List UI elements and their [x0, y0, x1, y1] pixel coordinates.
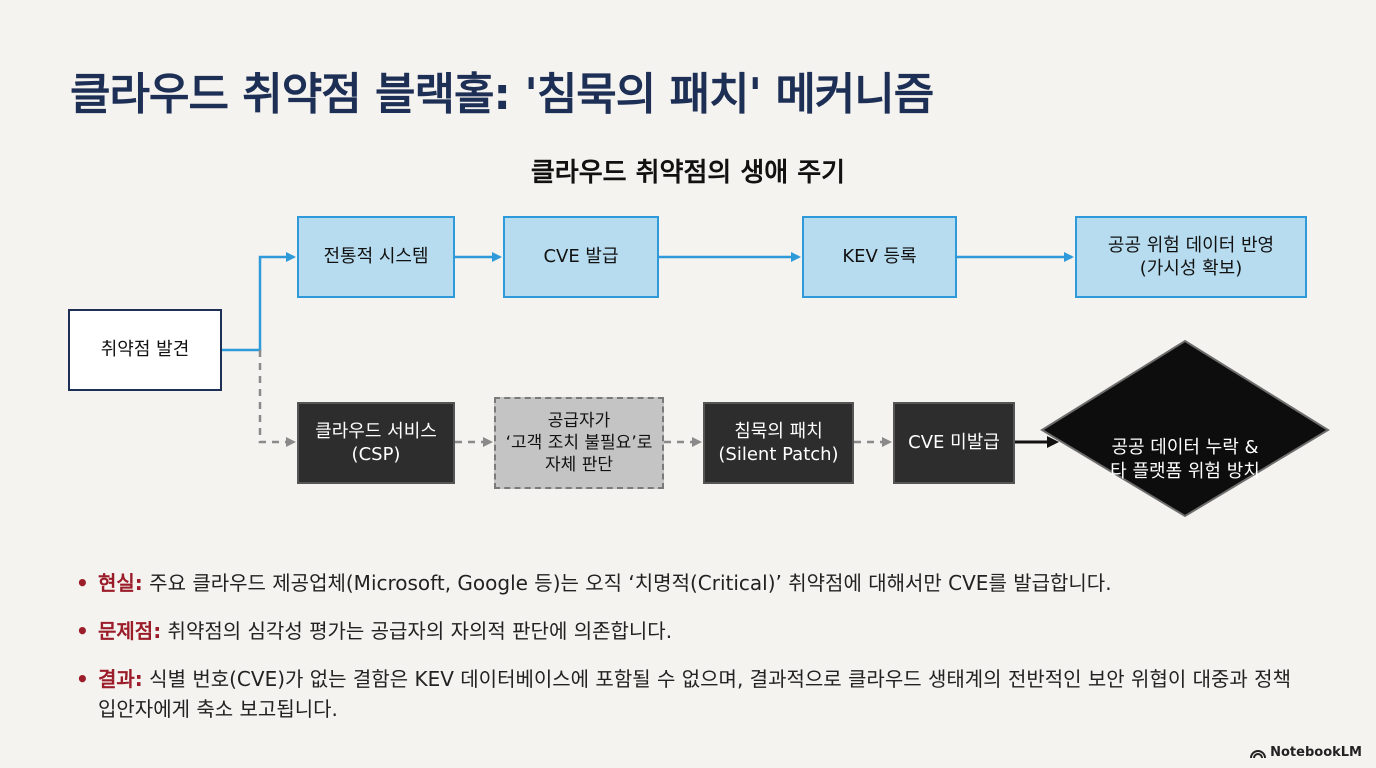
bullet-label: 현실:: [98, 571, 143, 595]
brand-name: NotebookLM: [1270, 745, 1362, 760]
notebooklm-logo-icon: [1250, 749, 1267, 758]
node-label: CVE 발급: [543, 246, 619, 268]
key-points-list: • 현실: 주요 클라우드 제공업체(Microsoft, Google 등)는…: [76, 568, 1306, 742]
node-label: 취약점 발견: [100, 339, 190, 361]
node-label: 클라우드 서비스 (CSP): [315, 420, 437, 465]
node-public-risk-data: 공공 위험 데이터 반영 (가시성 확보): [1075, 216, 1307, 298]
node-traditional-system: 전통적 시스템: [297, 216, 455, 298]
bullet-problem: • 문제점: 취약점의 심각성 평가는 공급자의 자의적 판단에 의존합니다.: [76, 616, 1306, 646]
bullet-marker: •: [76, 667, 89, 691]
node-label: KEV 등록: [842, 246, 917, 268]
diagram-subtitle: 클라우드 취약점의 생애 주기: [530, 158, 846, 188]
page-title: 클라우드 취약점 블랙홀: '침묵의 패치' 메커니즘: [70, 69, 934, 120]
node-label: 공급자가 ‘고객 조치 불필요’로 자체 판단: [505, 410, 653, 476]
connector-start-to-traditional: [222, 252, 296, 352]
node-silent-patch: 침묵의 패치 (Silent Patch): [703, 402, 854, 484]
bullet-label: 결과:: [98, 667, 143, 691]
node-no-cve: CVE 미발급: [893, 402, 1015, 484]
connector-start-to-csp: [258, 350, 296, 447]
bullet-text: 주요 클라우드 제공업체(Microsoft, Google 등)는 오직 ‘치…: [142, 571, 1112, 595]
node-label: 전통적 시스템: [323, 246, 429, 268]
node-label: CVE 미발급: [908, 432, 1000, 454]
node-label: 침묵의 패치 (Silent Patch): [718, 420, 839, 465]
bullet-text: 취약점의 심각성 평가는 공급자의 자의적 판단에 의존합니다.: [161, 619, 673, 643]
node-label: 공공 위험 데이터 반영 (가시성 확보): [1107, 234, 1275, 279]
node-provider-judgement: 공급자가 ‘고객 조치 불필요’로 자체 판단: [494, 397, 664, 489]
node-kev-registration: KEV 등록: [802, 216, 957, 298]
end-diamond-label: 공공 데이터 누락 & 타 플랫폼 위험 방치: [1110, 436, 1260, 482]
node-cve-issued: CVE 발급: [503, 216, 659, 298]
bullet-label: 문제점:: [98, 619, 162, 643]
end-diamond: [1040, 339, 1330, 518]
node-cloud-service: 클라우드 서비스 (CSP): [297, 402, 455, 484]
bullet-result: • 결과: 식별 번호(CVE)가 없는 결함은 KEV 데이터베이스에 포함될…: [76, 664, 1306, 724]
bullet-marker: •: [76, 571, 89, 595]
brand-watermark: NotebookLM: [1250, 745, 1362, 760]
bullet-marker: •: [76, 619, 89, 643]
node-vulnerability-discovery: 취약점 발견: [68, 309, 222, 391]
bullet-reality: • 현실: 주요 클라우드 제공업체(Microsoft, Google 등)는…: [76, 568, 1306, 598]
bullet-text: 식별 번호(CVE)가 없는 결함은 KEV 데이터베이스에 포함될 수 없으며…: [98, 667, 1291, 721]
